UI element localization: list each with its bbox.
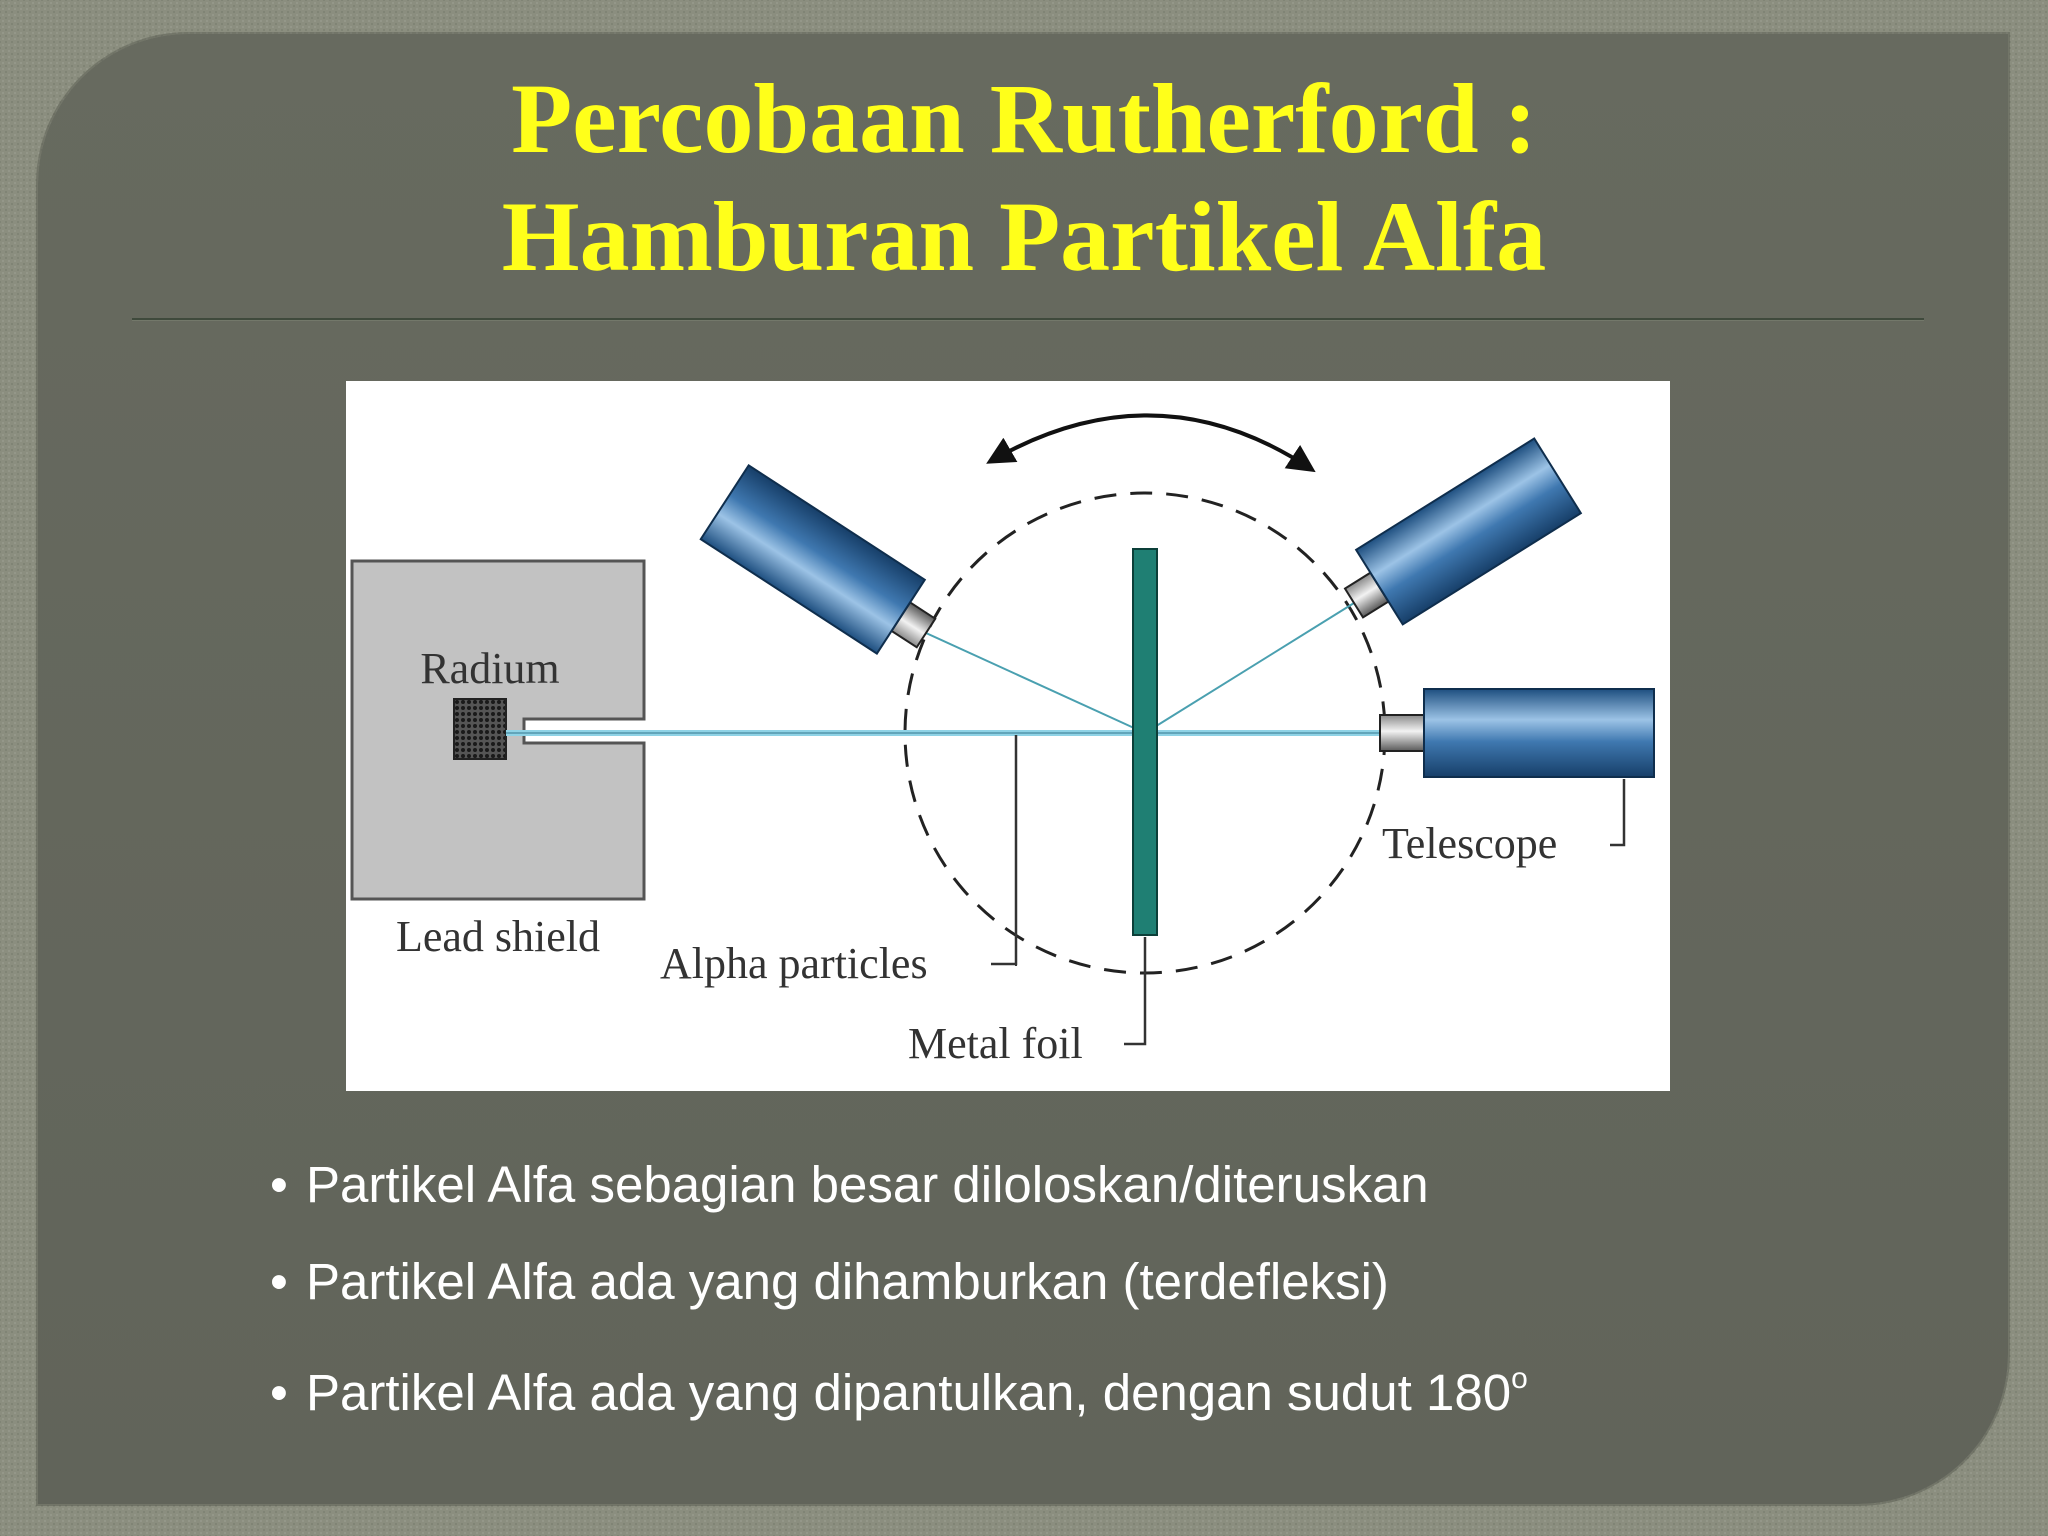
bullet-text: Partikel Alfa ada yang dipantulkan, deng… xyxy=(306,1364,1512,1421)
title-line-1: Percobaan Rutherford : xyxy=(511,63,1537,174)
label-metal-foil: Metal foil xyxy=(908,1019,1083,1068)
metal-foil xyxy=(1132,548,1158,936)
bullet-dot: • xyxy=(270,1156,288,1213)
radium-sample xyxy=(453,698,507,760)
bullet-item: • Partikel Alfa ada yang dipantulkan, den… xyxy=(270,1344,1770,1441)
bullet-list: • Partikel Alfa sebagian besar diloloskan… xyxy=(270,1150,1770,1441)
bullet-item: • Partikel Alfa sebagian besar diloloskan… xyxy=(270,1150,1770,1247)
deflected-ray-right xyxy=(1144,602,1355,734)
label-telescope: Telescope xyxy=(1382,819,1557,868)
bullet-item: • Partikel Alfa ada yang dihamburkan (ter… xyxy=(270,1247,1770,1344)
deflected-ray-left xyxy=(925,632,1146,734)
bullet-dot: • xyxy=(270,1253,288,1310)
telescope-upper-left xyxy=(699,464,937,655)
label-alpha-particles: Alpha particles xyxy=(660,939,928,988)
title-line-2: Hamburan Partikel Alfa xyxy=(501,181,1547,292)
slide-title: Percobaan Rutherford : Hamburan Partikel… xyxy=(0,60,2048,296)
rotation-arrow xyxy=(986,413,1316,473)
telescope-right xyxy=(1379,688,1655,778)
rutherford-diagram: Radium Lead shield Alpha particles Metal… xyxy=(346,381,1670,1091)
bullet-text: Partikel Alfa sebagian besar diloloskan/… xyxy=(306,1156,1429,1213)
bullet-dot: • xyxy=(270,1364,288,1421)
degree-superscript: o xyxy=(1511,1362,1528,1395)
telescope-upper-right xyxy=(1343,437,1583,626)
foil-leader-line xyxy=(1124,937,1147,1046)
title-divider xyxy=(132,318,1924,320)
label-radium: Radium xyxy=(420,644,559,693)
bullet-text: Partikel Alfa ada yang dihamburkan (terd… xyxy=(306,1253,1389,1310)
label-lead-shield: Lead shield xyxy=(396,912,600,961)
telescope-leader-line xyxy=(1610,779,1626,847)
